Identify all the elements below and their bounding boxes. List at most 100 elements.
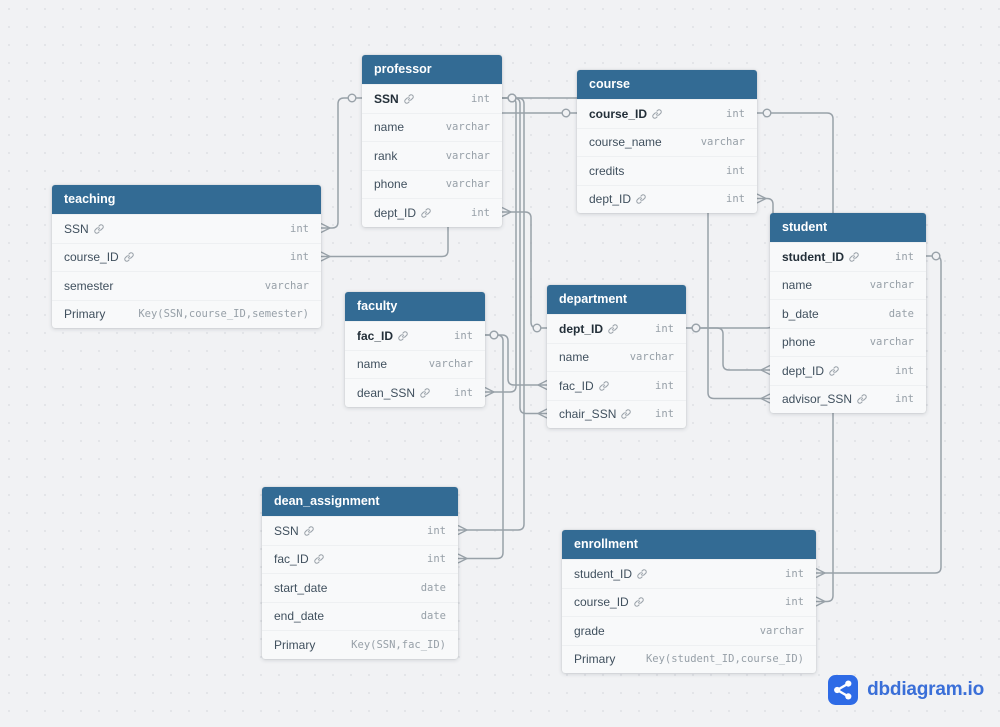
field-type: int [427, 553, 446, 566]
many-end-crowfoot [457, 524, 468, 536]
field-name: credits [589, 163, 625, 178]
field-row-fac_ID[interactable]: fac_ID int [262, 544, 458, 574]
field-row-credits[interactable]: credits int [577, 156, 757, 185]
link-icon [420, 388, 430, 398]
many-end-crowfoot [320, 251, 331, 262]
link-icon [598, 381, 609, 391]
field-name: student_ID [574, 566, 633, 581]
table-title: enrollment [562, 530, 816, 559]
field-type: int [655, 379, 674, 392]
one-end-circle [931, 251, 941, 261]
field-name: fac_ID [559, 378, 594, 393]
field-type: int [726, 107, 745, 120]
field-type: varchar [428, 358, 473, 371]
field-name: end_date [274, 609, 325, 624]
dbdiagram-logo-text: dbdiagram.io [867, 679, 984, 700]
field-name: course_ID [589, 106, 648, 121]
field-row-end_date[interactable]: end_date date [262, 601, 458, 631]
field-name: dean_SSN [357, 385, 416, 400]
link-icon [652, 109, 662, 119]
field-type: int [726, 164, 745, 177]
one-end-circle [762, 108, 772, 118]
field-type: varchar [445, 178, 490, 191]
many-end-crowfoot [320, 222, 331, 234]
field-type: int [655, 408, 674, 421]
field-name: phone [374, 177, 408, 192]
one-end-circle [347, 93, 357, 103]
link-icon [123, 252, 134, 262]
one-end-circle [507, 93, 517, 103]
field-type: varchar [759, 624, 804, 637]
field-name: student_ID [782, 249, 845, 264]
many-end-crowfoot [756, 193, 767, 204]
link-icon [93, 224, 104, 234]
field-name: course_name [589, 135, 662, 150]
dbdiagram-logo[interactable]: dbdiagram.io [828, 675, 984, 705]
link-icon [637, 569, 647, 579]
many-end-crowfoot [815, 567, 826, 579]
field-type: int [785, 596, 804, 609]
field-row-student_ID[interactable]: student_ID int [770, 242, 926, 271]
field-name: name [782, 278, 813, 293]
relationship enrollment.student_ID -> student.student_ID [815, 251, 942, 579]
relationship teaching.SSN -> professor.SSN [320, 93, 362, 234]
field-row-fac_ID[interactable]: fac_ID int [547, 371, 686, 400]
field-type: date [420, 610, 446, 623]
field-row-phone[interactable]: phone varchar [362, 169, 502, 199]
field-row-course_ID[interactable]: course_ID int [577, 99, 757, 128]
field-name: start_date [274, 580, 328, 595]
field-name: rank [374, 148, 398, 163]
one-end-circle [691, 323, 701, 333]
one-end-circle [532, 323, 542, 333]
field-type: int [471, 92, 490, 105]
field-type: Key(SSN,course_ID,semester) [138, 308, 309, 321]
relationship course.dept_ID -> department.dept_ID [686, 193, 774, 333]
relationship student.dept_ID -> department.dept_ID [686, 323, 771, 376]
field-name: fac_ID [274, 552, 309, 567]
field-type: date [888, 307, 914, 320]
table-title: professor [362, 55, 502, 84]
field-type: int [290, 222, 309, 235]
field-type: int [895, 250, 914, 263]
field-type: varchar [869, 336, 914, 349]
link-icon [398, 331, 408, 341]
field-type: Key(SSN,fac_ID) [351, 638, 446, 651]
